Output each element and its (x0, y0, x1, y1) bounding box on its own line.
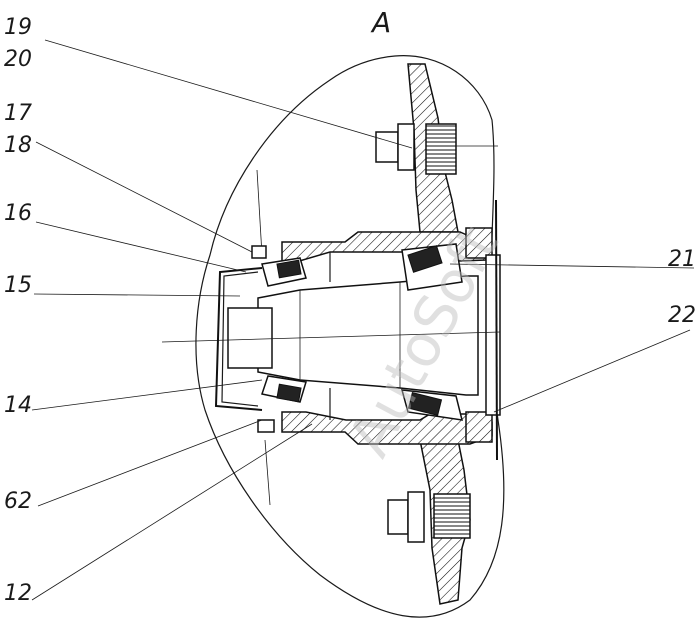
construction-line (256, 169, 263, 256)
leader-22 (493, 329, 691, 413)
spindle (257, 275, 479, 396)
callout-22: 22 (668, 303, 696, 328)
spindle-end (227, 307, 273, 369)
inner-bearing (400, 243, 463, 421)
callout-18: 18 (4, 133, 32, 158)
callout-16: 16 (4, 201, 32, 226)
callout-17: 17 (4, 101, 32, 126)
cap-bolt-upper (251, 245, 267, 259)
hub-cap (214, 267, 263, 411)
hub-flange (465, 411, 493, 443)
leader-15 (33, 293, 241, 297)
hub-flange (465, 227, 493, 259)
leader-62 (37, 419, 263, 507)
callout-21: 21 (668, 247, 696, 272)
callout-62: 62 (4, 489, 32, 514)
cap-bolt-lower (257, 419, 275, 433)
callout-20: 20 (4, 47, 32, 72)
wheel-bolt-lower (387, 491, 471, 543)
view-label: A (370, 6, 391, 39)
callout-19: 19 (4, 15, 32, 40)
leader-14 (31, 379, 263, 411)
leader-16 (35, 221, 247, 273)
callout-14: 14 (4, 393, 32, 418)
callout-15: 15 (4, 273, 32, 298)
leader-12 (31, 423, 313, 601)
leader-19-20 (44, 39, 413, 149)
leader-21 (449, 263, 695, 269)
callout-12: 12 (4, 581, 32, 606)
construction-line (264, 439, 271, 506)
outer-bearing (261, 257, 307, 403)
detail-boundary (195, 55, 505, 618)
wheel-bolt-upper (375, 123, 498, 175)
leader-17-18 (35, 141, 253, 253)
